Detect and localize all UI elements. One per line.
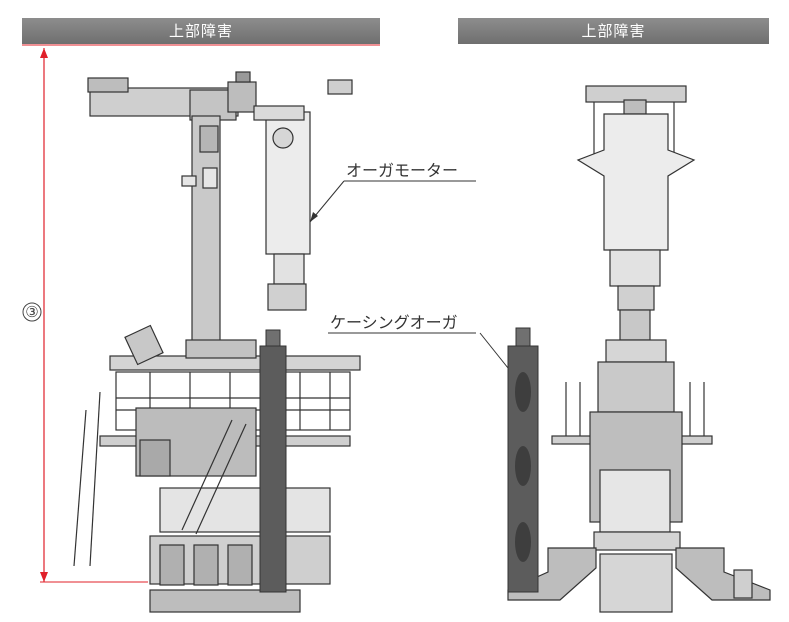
callout-auger-motor: オーガモーター bbox=[309, 161, 476, 223]
machine-side-view bbox=[73, 71, 361, 613]
dimension-marker-3: ③ bbox=[25, 303, 38, 321]
casing-auger-label: ケーシングオーガ bbox=[330, 313, 458, 332]
header-right-upper-obstruction: 上部障害 bbox=[458, 18, 769, 44]
height-dimension: ③ bbox=[22, 44, 380, 583]
machine-front-view bbox=[507, 85, 771, 613]
header-left-upper-obstruction: 上部障害 bbox=[22, 18, 380, 44]
casing-auger-left bbox=[259, 329, 287, 593]
auger-motor-label: オーガモーター bbox=[346, 161, 458, 180]
casing-auger-right bbox=[507, 327, 539, 593]
